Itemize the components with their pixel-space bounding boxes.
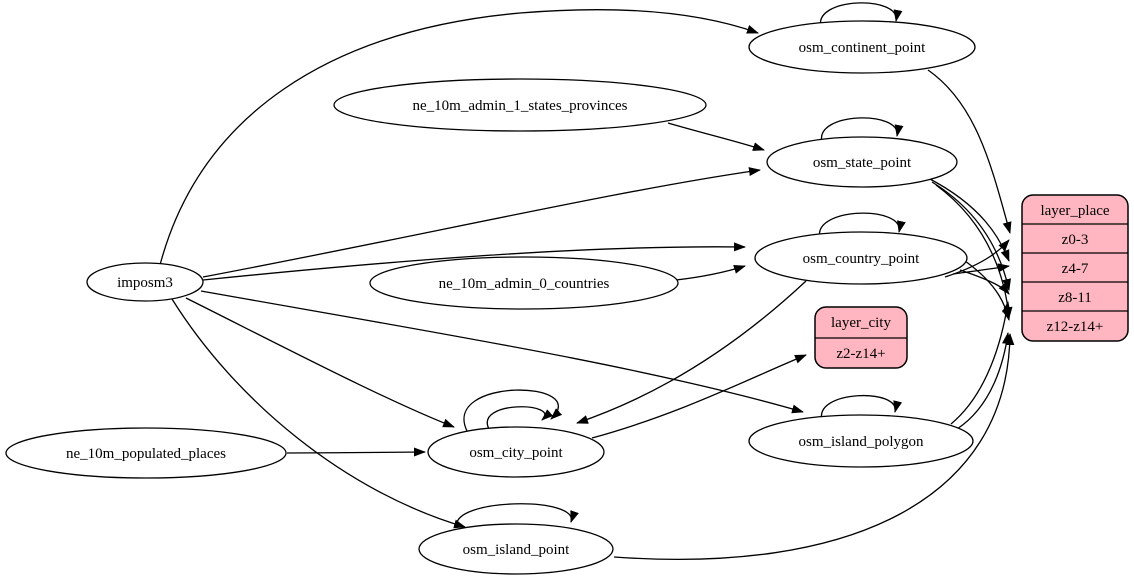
osm_state_point-label: osm_state_point <box>813 155 912 171</box>
osm_state_point-shape <box>766 136 958 188</box>
edge-imposm3-to-osm_island_polygon <box>200 290 804 414</box>
node-osm_island_polygon: osm_island_polygon <box>748 414 974 468</box>
layer_place-title: layer_place <box>1040 203 1109 219</box>
osm_city_point-label: osm_city_point <box>469 445 563 461</box>
edge-osm_continent_point-to-layer_place-z0-3 <box>927 69 1012 234</box>
node-osm_country_point: osm_country_point <box>754 231 968 285</box>
edge-imposm3-to-osm_state_point <box>202 167 761 278</box>
ne_10m_admin_1_states_provinces-shape <box>333 78 707 132</box>
layer_place-row-z8-11: z8-11 <box>1058 290 1092 306</box>
record-layer_city: layer_city z2-z14+ <box>814 306 908 369</box>
edge-osm_island_point-self-loop <box>456 503 579 528</box>
osm_continent_point-shape <box>748 20 976 74</box>
edge-ne_10m_populated_places-to-osm_city_point <box>286 447 426 457</box>
node-osm_state_point: osm_state_point <box>766 136 958 188</box>
imposm3-label: imposm3 <box>117 275 173 291</box>
edge-osm_island_polygon-self-loop <box>821 395 903 421</box>
edge-imposm3-to-osm_city_point <box>185 297 455 428</box>
edge-osm_country_point-to-layer_place-z4-7 <box>952 263 1010 275</box>
edge-osm_island_point-to-layer_place-z12 <box>613 333 1015 560</box>
edge-imposm3-to-osm_country_point <box>202 242 746 281</box>
edge-osm_state_point-self-loop <box>821 117 904 143</box>
edge-osm_state_point-to-layer_place-z8-11 <box>931 181 1012 291</box>
imposm3-shape <box>86 262 204 302</box>
ne_10m_admin_1_states_provinces-label: ne_10m_admin_1_states_provinces <box>413 98 628 114</box>
node-ne_10m_admin_1_states_provinces: ne_10m_admin_1_states_provinces <box>333 78 707 132</box>
node-osm_continent_point: osm_continent_point <box>748 20 976 74</box>
edge-osm_continent_point-self-loop <box>820 2 903 28</box>
record-layer_place: layer_place z0-3 z4-7 z8-11 z12-z14+ <box>1021 194 1129 342</box>
edge-ne_10m_admin_1_states_provinces-to-osm_state_point <box>667 122 765 151</box>
edge-osm_city_point-to-layer_city-z2 <box>591 354 807 439</box>
layer_place-box <box>1021 194 1129 342</box>
osm_country_point-label: osm_country_point <box>803 251 920 267</box>
ne_10m_admin_0_countries-label: ne_10m_admin_0_countries <box>439 276 610 292</box>
edge-imposm3-to-osm_island_point <box>171 298 466 529</box>
layer_city-title: layer_city <box>831 315 891 331</box>
osm_city_point-shape <box>427 426 605 478</box>
edge-osm_country_point-to-layer_place-z8-11 <box>959 269 1010 295</box>
osm_country_point-shape <box>754 231 968 285</box>
edge-ne_10m_admin_0_countries-to-osm_country_point <box>675 265 746 281</box>
node-imposm3: imposm3 <box>86 262 204 302</box>
osm_island_polygon-label: osm_island_polygon <box>798 434 924 450</box>
layer_place-row-z4-7: z4-7 <box>1062 261 1089 277</box>
edge-osm_island_polygon-to-layer_place-z8-11 <box>950 301 1011 425</box>
osm_island_polygon-shape <box>748 414 974 468</box>
edge-osm_island_polygon-to-layer_place-z12 <box>956 332 1011 430</box>
layer_place-row-z0-3: z0-3 <box>1062 232 1089 248</box>
ne_10m_admin_0_countries-shape <box>369 256 679 310</box>
osm_island_point-label: osm_island_point <box>463 542 571 558</box>
node-osm_city_point: osm_city_point <box>427 426 605 478</box>
osm_continent_point-label: osm_continent_point <box>799 40 926 56</box>
layer_city-row-z2-z14: z2-z14+ <box>836 346 885 362</box>
edge-osm_state_point-to-layer_place-z4-7 <box>927 177 1010 262</box>
node-ne_10m_populated_places: ne_10m_populated_places <box>5 427 287 479</box>
layer_place-row-z12-z14: z12-z14+ <box>1047 319 1104 335</box>
ne_10m_populated_places-label: ne_10m_populated_places <box>66 446 226 462</box>
edge-group <box>159 2 1015 560</box>
edge-osm_country_point-self-loop <box>819 212 906 239</box>
edge-osm_city_point-self-loop-outer <box>463 389 563 432</box>
edge-osm_city_point-self-loop-inner <box>486 406 554 430</box>
node-osm_island_point: osm_island_point <box>418 523 614 575</box>
node-ne_10m_admin_0_countries: ne_10m_admin_0_countries <box>369 256 679 310</box>
edge-osm_country_point-to-osm_city_point <box>576 280 807 424</box>
edge-imposm3-to-osm_continent_point <box>159 9 759 266</box>
osm_island_point-shape <box>418 523 614 575</box>
ne_10m_populated_places-shape <box>5 427 287 479</box>
